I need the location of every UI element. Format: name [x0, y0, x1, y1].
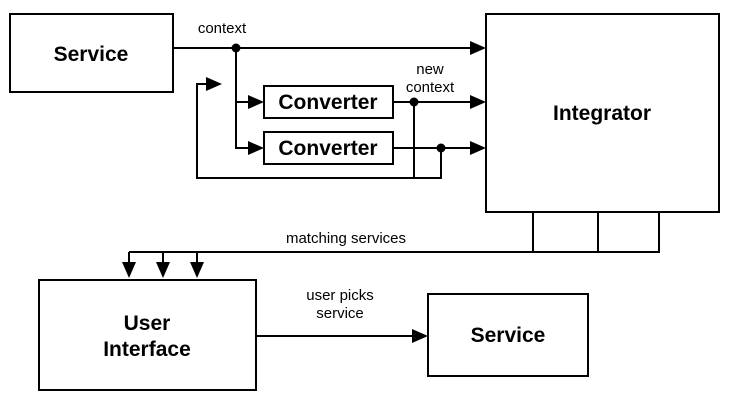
matching-services-label: matching services	[286, 230, 406, 247]
user-interface-label-line1: User	[124, 312, 171, 335]
integrator-label: Integrator	[553, 102, 651, 125]
integrator-box: Integrator	[485, 13, 720, 213]
user-picks-label-line2: service	[316, 305, 364, 322]
integrator-output-ports	[532, 211, 660, 253]
user-picks-connector: user picks service	[256, 287, 428, 343]
converter-input-connectors	[235, 48, 264, 155]
context-connector: context	[173, 20, 486, 55]
user-interface-box: User Interface	[38, 279, 257, 391]
matching-services-connector: matching services	[122, 230, 659, 278]
service-bottom-label: Service	[471, 324, 546, 347]
new-context-connectors: new context	[393, 61, 486, 155]
feedback-loop-connector	[196, 77, 442, 179]
converter-box-1: Converter	[263, 85, 394, 119]
user-picks-label-line1: user picks	[306, 287, 374, 304]
service-top-box: Service	[9, 13, 174, 93]
converter-1-label: Converter	[278, 91, 377, 114]
converter-2-label: Converter	[278, 137, 377, 160]
context-label: context	[198, 20, 247, 37]
service-top-label: Service	[54, 43, 129, 66]
new-context-label-line1: new	[416, 61, 444, 78]
service-bottom-box: Service	[427, 293, 589, 377]
user-interface-label-line2: Interface	[103, 338, 191, 361]
converter-box-2: Converter	[263, 131, 394, 165]
new-context-label-line2: context	[406, 79, 455, 96]
